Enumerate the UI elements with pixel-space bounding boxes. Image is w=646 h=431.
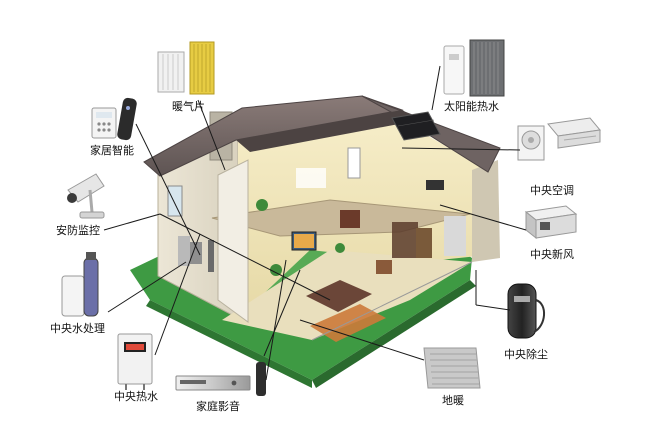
central-vacuum-icon [508, 284, 544, 338]
water-heater-icon [118, 334, 152, 390]
label-central-ac: 中央空调 [530, 182, 574, 198]
leader-central-vacuum [476, 305, 510, 310]
leader-security [104, 214, 160, 230]
leader-solar-water [432, 66, 440, 110]
floor-heating-icon [424, 348, 480, 388]
label-security: 安防监控 [56, 222, 100, 238]
label-water-heater: 中央热水 [114, 388, 158, 404]
security-camera-icon [67, 174, 104, 218]
fresh-air-unit-icon [526, 206, 576, 238]
label-fresh-air: 中央新风 [530, 246, 574, 262]
home-theater-icon [176, 362, 266, 396]
solar-water-heater-icon [444, 40, 504, 96]
label-solar-water: 太阳能热水 [444, 98, 499, 114]
label-water-treatment: 中央水处理 [50, 320, 105, 336]
central-ac-icon [518, 118, 600, 160]
label-floor-heating: 地暖 [442, 392, 464, 408]
water-treatment-icon [62, 252, 98, 316]
radiator-icon [158, 42, 214, 94]
smart-home-control-icon [92, 97, 138, 141]
label-radiator: 暖气片 [172, 98, 205, 114]
label-central-vacuum: 中央除尘 [504, 346, 548, 362]
label-home-theater: 家庭影音 [196, 398, 240, 414]
label-smart-home: 家居智能 [90, 142, 134, 158]
